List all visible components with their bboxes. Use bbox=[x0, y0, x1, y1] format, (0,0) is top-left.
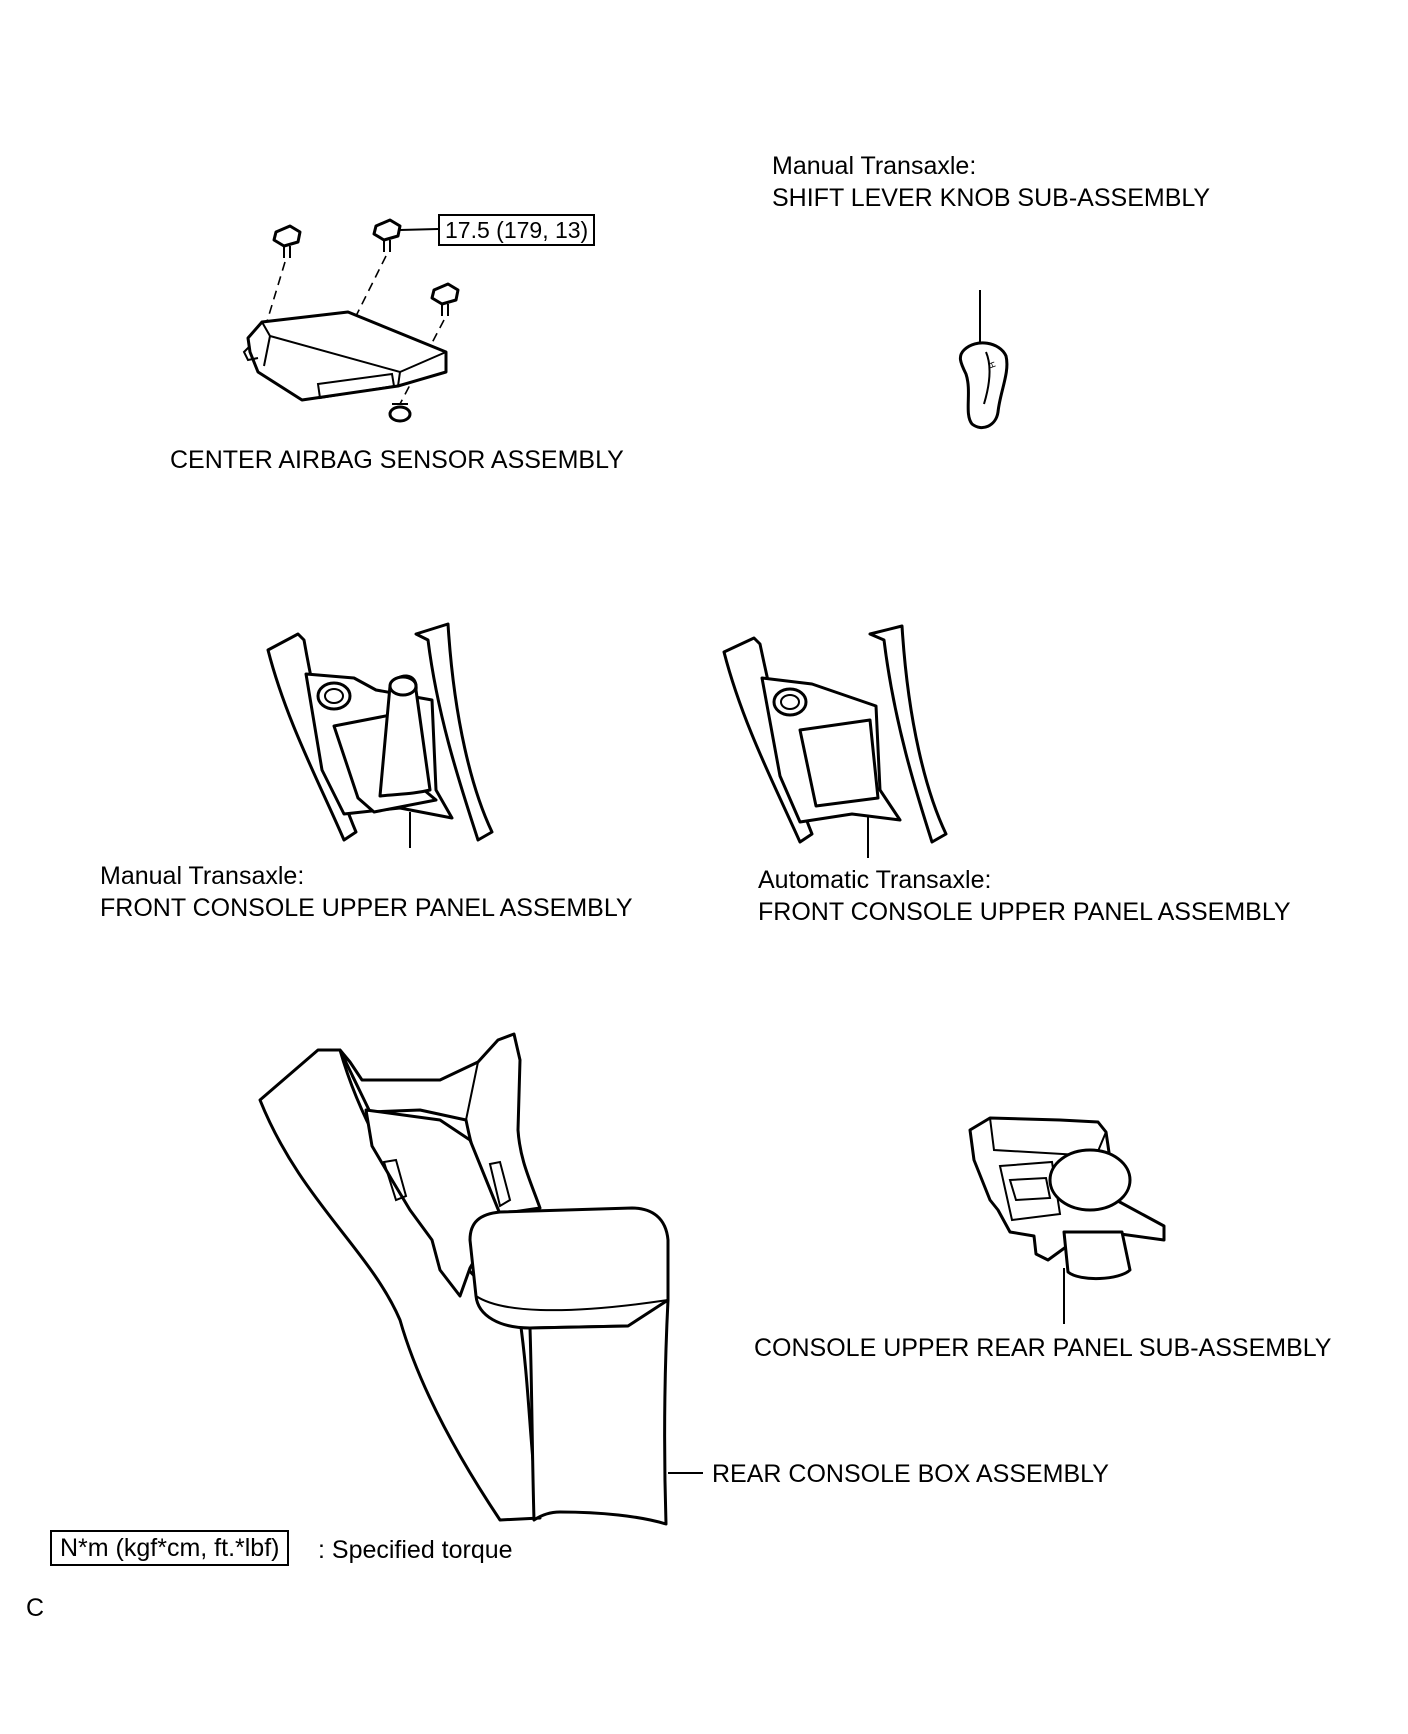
legend-description: : Specified torque bbox=[318, 1536, 513, 1564]
legend-torque-unit-box: N*m (kgf*cm, ft.*lbf) bbox=[50, 1530, 290, 1566]
rear-console-box-drawing bbox=[258, 1032, 703, 1526]
label-center-airbag-sensor: CENTER AIRBAG SENSOR ASSEMBLY bbox=[170, 446, 624, 474]
label-front-console-at-line1: Automatic Transaxle: bbox=[758, 866, 992, 894]
label-rear-console-box: REAR CONSOLE BOX ASSEMBLY bbox=[712, 1460, 1109, 1488]
bolt-left bbox=[272, 224, 302, 258]
svg-text:H: H bbox=[986, 360, 998, 370]
front-console-panel-at-drawing bbox=[722, 624, 948, 858]
label-front-console-mt-line2: FRONT CONSOLE UPPER PANEL ASSEMBLY bbox=[100, 894, 633, 922]
label-front-console-at-line2: FRONT CONSOLE UPPER PANEL ASSEMBLY bbox=[758, 898, 1291, 926]
torque-value-box: 17.5 (179, 13) bbox=[438, 214, 596, 246]
label-front-console-mt-line1: Manual Transaxle: bbox=[100, 862, 305, 890]
bolt-middle bbox=[372, 218, 402, 252]
figure-code: C bbox=[26, 1594, 45, 1622]
label-shift-knob-line1: Manual Transaxle: bbox=[772, 152, 977, 180]
center-airbag-sensor-drawing bbox=[242, 218, 460, 423]
front-console-panel-mt-drawing bbox=[266, 622, 494, 848]
label-shift-knob-line2: SHIFT LEVER KNOB SUB-ASSEMBLY bbox=[772, 184, 1211, 212]
label-console-upper-rear-panel: CONSOLE UPPER REAR PANEL SUB-ASSEMBLY bbox=[754, 1334, 1332, 1362]
console-upper-rear-panel-drawing bbox=[968, 1116, 1166, 1324]
bolt-right bbox=[430, 282, 460, 316]
shift-lever-knob-drawing: H bbox=[958, 290, 1009, 429]
